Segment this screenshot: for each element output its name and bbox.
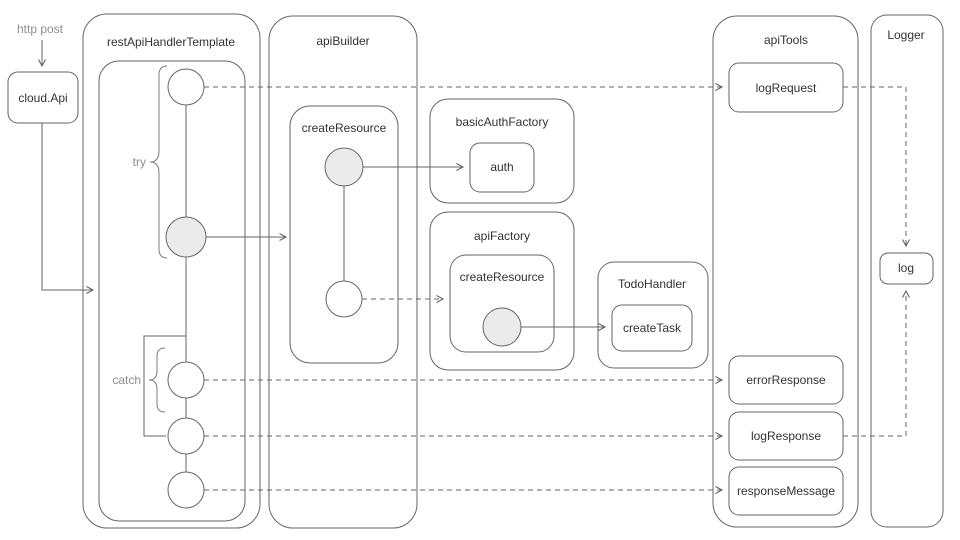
error-response-box xyxy=(728,355,844,405)
try-label: try xyxy=(133,155,146,169)
container-todo-handler: TodoHandler createTask xyxy=(597,261,709,369)
cloud-api-label: cloud.Api xyxy=(18,91,67,105)
catch-label: catch xyxy=(112,373,141,387)
container-logger: Logger log xyxy=(870,14,944,528)
http-post-label: http post xyxy=(17,22,64,36)
catch-state-circle-2 xyxy=(167,417,205,455)
try-brace xyxy=(149,65,168,259)
try-call-state-circle xyxy=(165,216,207,258)
auth-label: auth xyxy=(490,160,513,174)
todo-handler-title: TodoHandler xyxy=(618,277,686,291)
builder-create-resource-title: createResource xyxy=(302,121,387,135)
edge-logrequest-to-log xyxy=(843,86,910,248)
catch-state-circle-1 xyxy=(167,361,205,399)
log-label: log xyxy=(898,261,914,275)
edge-bypass-to-catch2 xyxy=(143,335,186,437)
auth-box xyxy=(469,142,535,193)
error-response-label: errorResponse xyxy=(746,373,826,387)
cloud-api-box xyxy=(7,71,79,124)
api-builder-title: apiBuilder xyxy=(316,34,369,48)
log-response-label: logResponse xyxy=(751,429,821,443)
api-factory-title: apiFactory xyxy=(474,229,530,243)
catch-state-circle-3 xyxy=(167,471,205,509)
response-message-label: responseMessage xyxy=(737,484,835,498)
api-tools-title: apiTools xyxy=(764,33,808,47)
start-state-circle xyxy=(167,68,205,106)
factory-create-resource-title: createResource xyxy=(460,270,545,284)
response-message-box xyxy=(728,466,844,516)
factory-state-circle xyxy=(482,307,522,347)
basic-auth-factory-title: basicAuthFactory xyxy=(456,115,549,129)
builder-auth-state-circle xyxy=(324,147,364,187)
edge-cloudapi-to-handler xyxy=(41,123,95,294)
edge-logresponse-to-log xyxy=(843,289,910,437)
container-basic-auth-factory: basicAuthFactory auth xyxy=(429,98,575,204)
container-api-builder: apiBuilder createResource xyxy=(268,15,418,529)
factory-create-resource-box xyxy=(449,254,555,353)
log-request-label: logRequest xyxy=(756,81,817,95)
handler-body-box xyxy=(98,60,246,522)
container-api-factory: apiFactory createResource xyxy=(429,211,575,371)
container-rest-api-handler-template: restApiHandlerTemplate xyxy=(82,13,261,529)
container-api-tools: apiTools logRequest errorResponse logRes… xyxy=(712,15,859,528)
node-cloud-api: http post cloud.Api xyxy=(7,22,79,124)
builder-next-state-circle xyxy=(325,280,363,318)
catch-brace xyxy=(148,347,166,413)
logger-title: Logger xyxy=(887,28,924,42)
create-task-label: createTask xyxy=(623,321,682,335)
rest-api-handler-template-title: restApiHandlerTemplate xyxy=(107,35,235,49)
create-task-box xyxy=(611,304,693,352)
log-box xyxy=(879,252,934,285)
